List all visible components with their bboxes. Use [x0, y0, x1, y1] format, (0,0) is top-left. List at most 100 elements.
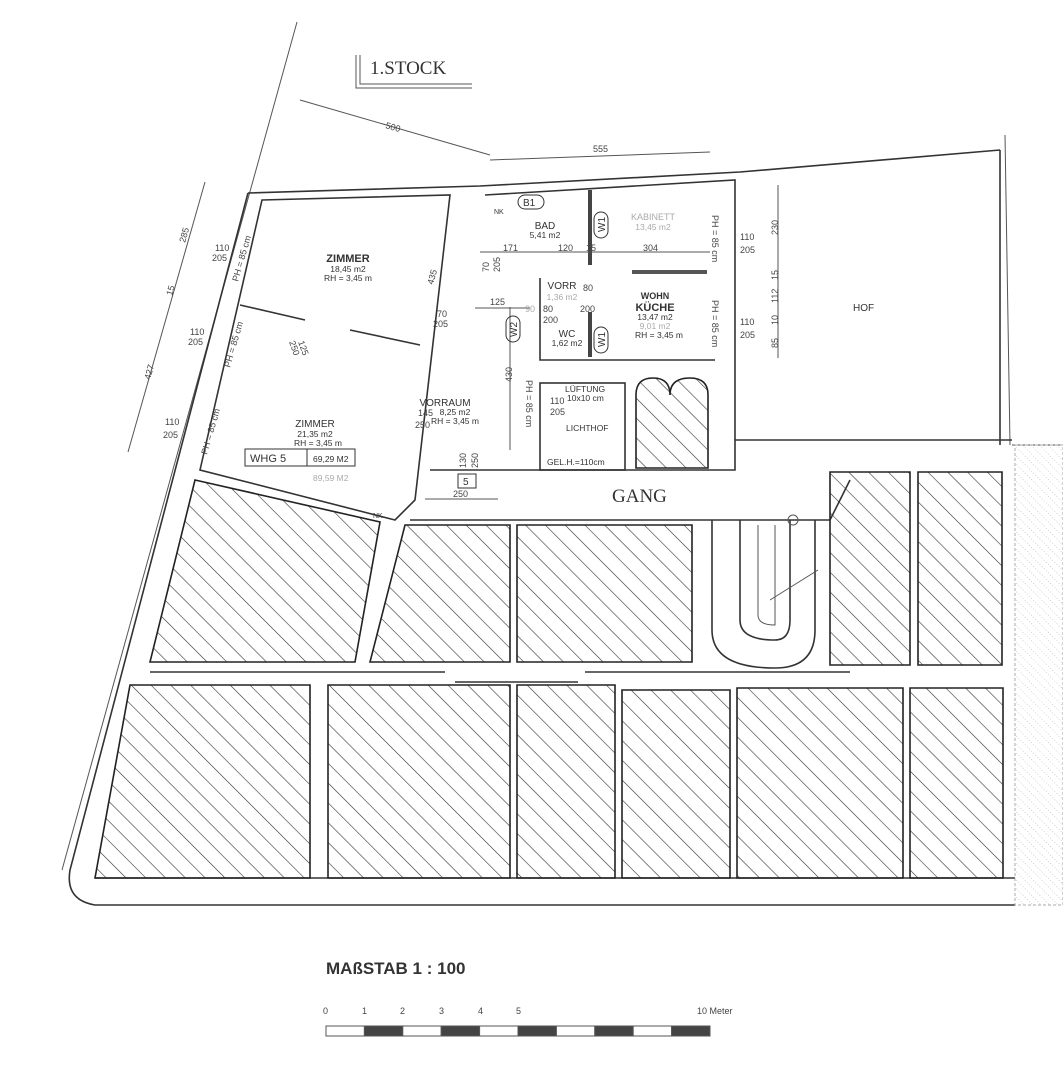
svg-text:PH = 85 cm: PH = 85 cm [710, 215, 720, 262]
svg-text:PH = 85 cm: PH = 85 cm [222, 320, 245, 368]
svg-text:110: 110 [190, 327, 204, 337]
chimney-block [635, 377, 709, 469]
room-kabinett: KABINETT 13,45 m2 [631, 212, 676, 232]
svg-text:145: 145 [418, 408, 433, 418]
svg-text:PH = 85 cm: PH = 85 cm [524, 380, 534, 427]
svg-text:230: 230 [770, 220, 780, 235]
svg-text:171: 171 [503, 243, 518, 253]
svg-text:LICHTHOF: LICHTHOF [566, 423, 609, 433]
svg-text:RH = 3,45 m: RH = 3,45 m [324, 273, 372, 283]
room-hof: HOF [853, 303, 874, 314]
svg-text:70: 70 [481, 262, 491, 272]
svg-text:1,36 m2: 1,36 m2 [547, 292, 578, 302]
svg-text:10x10 cm: 10x10 cm [567, 393, 604, 403]
svg-text:18,45 m2: 18,45 m2 [330, 264, 366, 274]
scale-segment [402, 1025, 442, 1037]
svg-text:PH = 85 cm: PH = 85 cm [199, 407, 222, 455]
svg-text:5: 5 [463, 477, 469, 488]
svg-text:120: 120 [558, 243, 573, 253]
svg-text:B1: B1 [523, 198, 536, 209]
scale-segment [440, 1025, 481, 1037]
hatched-neighbor-units [94, 377, 1004, 879]
svg-text:10: 10 [770, 315, 780, 325]
svg-text:430: 430 [504, 367, 514, 382]
svg-text:200: 200 [543, 315, 558, 325]
scale-segment [632, 1025, 673, 1037]
svg-text:WHG 5: WHG 5 [250, 453, 286, 465]
svg-text:WOHN: WOHN [641, 291, 670, 301]
svg-text:KÜCHE: KÜCHE [635, 301, 674, 314]
svg-text:1,62 m2: 1,62 m2 [552, 338, 583, 348]
svg-text:80: 80 [543, 304, 553, 314]
scale-segment [594, 1025, 634, 1037]
svg-text:435: 435 [425, 268, 439, 285]
scale-segment [671, 1025, 711, 1037]
room-bad: BAD 5,41 m2 [530, 221, 561, 240]
room-vorr: VORR 1,36 m2 [547, 281, 578, 302]
svg-text:5,41 m2: 5,41 m2 [530, 230, 561, 240]
svg-text:15: 15 [770, 270, 780, 280]
svg-text:VORR: VORR [548, 281, 577, 292]
dimension-lines: 500 555 285 15 427 435 430 125 171 120 1… [127, 99, 780, 500]
svg-text:10 Meter: 10 Meter [697, 1006, 733, 1016]
svg-text:85: 85 [770, 338, 780, 348]
svg-text:W1: W1 [597, 217, 608, 232]
svg-text:112: 112 [770, 289, 780, 303]
scale-segment [517, 1025, 557, 1037]
svg-text:250: 250 [415, 420, 430, 430]
svg-text:130: 130 [458, 453, 468, 468]
scale-segment [479, 1025, 519, 1037]
room-wohnkueche: WOHN KÜCHE 13,47 m2 9,01 m2 RH = 3,45 m [635, 291, 683, 340]
svg-text:GEL.H.=110cm: GEL.H.=110cm [547, 457, 605, 467]
svg-text:13,45 m2: 13,45 m2 [635, 222, 671, 232]
svg-text:BAD: BAD [535, 221, 556, 232]
nk-label: NK [494, 209, 504, 216]
staircase [711, 514, 819, 669]
svg-text:15: 15 [164, 284, 176, 296]
svg-text:9,01 m2: 9,01 m2 [640, 321, 671, 331]
svg-text:RH = 3,45 m: RH = 3,45 m [294, 438, 342, 448]
unit-summary: WHG 5 69,29 M2 89,59 M2 [244, 448, 356, 483]
svg-text:RH = 3,45 m: RH = 3,45 m [635, 330, 683, 340]
svg-text:PH = 85 cm: PH = 85 cm [710, 300, 720, 347]
svg-text:8,25 m2: 8,25 m2 [440, 407, 471, 417]
svg-text:90: 90 [525, 304, 535, 314]
room-zimmer-1: ZIMMER 18,45 m2 RH = 3,45 m [324, 253, 372, 283]
room-wc: WC 1,62 m2 [552, 329, 583, 348]
svg-text:WC: WC [559, 329, 576, 340]
scale-segment [325, 1025, 365, 1037]
room-gang: GANG [612, 486, 667, 507]
svg-text:13,47 m2: 13,47 m2 [637, 312, 673, 322]
svg-text:110: 110 [740, 317, 754, 327]
svg-text:1.STOCK: 1.STOCK [370, 58, 446, 79]
svg-text:2: 2 [400, 1006, 405, 1016]
svg-text:304: 304 [643, 243, 658, 253]
svg-text:205: 205 [740, 245, 755, 255]
tag-b1: B1 [517, 194, 545, 210]
svg-text:4: 4 [478, 1006, 483, 1016]
svg-text:ZIMMER: ZIMMER [295, 419, 334, 430]
svg-text:555: 555 [593, 144, 608, 154]
tag-w2: W2 [505, 315, 521, 343]
neighbor-strip [1014, 444, 1063, 906]
svg-text:125: 125 [296, 339, 311, 357]
svg-text:125: 125 [490, 297, 505, 307]
svg-text:205: 205 [433, 319, 448, 329]
svg-text:205: 205 [550, 407, 565, 417]
svg-text:21,35 m2: 21,35 m2 [297, 429, 333, 439]
svg-text:1: 1 [362, 1006, 367, 1016]
svg-text:250: 250 [287, 339, 302, 357]
floor-title: 1.STOCK [355, 55, 472, 89]
svg-text:PH = 85 cm: PH = 85 cm [230, 234, 253, 282]
scale-segment [555, 1025, 596, 1037]
svg-text:LÜFTUNG: LÜFTUNG [565, 384, 605, 394]
svg-text:0: 0 [323, 1006, 328, 1016]
unit-number: 5 [457, 473, 477, 489]
svg-text:3: 3 [439, 1006, 444, 1016]
scale-bar: MAßSTAB 1 : 100 0 1 2 3 4 5 10 Meter [323, 959, 733, 1037]
svg-text:205: 205 [492, 257, 502, 272]
svg-text:80: 80 [583, 283, 593, 293]
svg-text:110: 110 [215, 243, 229, 253]
svg-text:250: 250 [453, 489, 468, 499]
room-zimmer-2: ZIMMER 21,35 m2 RH = 3,45 m [294, 419, 342, 448]
